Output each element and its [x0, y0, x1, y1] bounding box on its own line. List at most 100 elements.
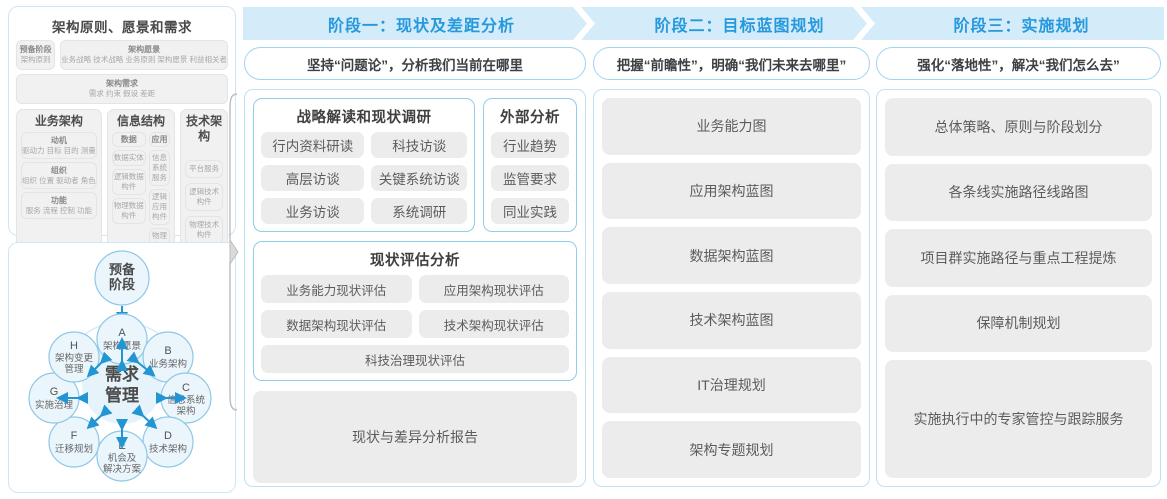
task-tile[interactable]: 应用架构现状评估	[418, 275, 569, 303]
adm-center-arrows	[56, 337, 187, 449]
svg-text:B: B	[164, 345, 171, 357]
phase-2-subtitle-pill: 把握“前瞻性”，明确“我们未来去哪里”	[593, 47, 870, 80]
svg-text:技术架构: 技术架构	[149, 443, 187, 455]
phases-area: 阶段一：现状及差距分析 阶段二：目标蓝图规划 阶段三：实施规划 坚持“问题论”，…	[240, 0, 1167, 499]
task-tile[interactable]: 业务访谈	[261, 198, 365, 224]
togaf-technology-architecture-title: 技术架构	[186, 114, 223, 143]
togaf-information-structure-title: 信息结构	[116, 114, 165, 128]
togaf-ba-organization: 组织 组织 位置 驱动者 角色	[21, 162, 97, 189]
svg-text:解决方案: 解决方案	[103, 463, 142, 475]
togaf-requirements-sub: 需求 约束 假设 差距	[88, 89, 156, 98]
deliverable-tile[interactable]: 总体策略、原则与阶段划分	[885, 98, 1152, 156]
bracket-connector	[226, 92, 240, 412]
deliverable-tile[interactable]: 应用架构蓝图	[602, 162, 861, 220]
task-tile[interactable]: 数据架构现状评估	[261, 310, 412, 338]
task-tile[interactable]: 科技治理现状评估	[261, 345, 569, 373]
task-tile[interactable]: 同业实践	[491, 198, 569, 224]
svg-text:业务架构: 业务架构	[149, 358, 187, 370]
phase-1-subtitle-pill: 坚持“问题论”，分析我们当前在哪里	[244, 47, 586, 80]
togaf-business-architecture-column: 业务架构 动机 驱动力 目标 目的 测量 组织 组织 位置 驱动者 角色 功能 …	[16, 109, 102, 269]
phase-1-panel: 战略解读和现状调研 行内资料研读 科技访谈 高层访谈 关键系统访谈 业务访谈 系…	[244, 89, 586, 487]
adm-node-d	[142, 416, 194, 468]
svg-text:C: C	[182, 382, 190, 394]
task-tile[interactable]: 科技访谈	[371, 132, 467, 158]
phase-2-subtitle: 把握“前瞻性”，明确“我们未来去哪里”	[616, 57, 847, 73]
phase-3-header-text: 阶段三：实施规划	[953, 17, 1090, 35]
togaf-ta-logical-tech: 逻辑技术构件	[185, 183, 223, 211]
svg-text:机会及: 机会及	[108, 452, 137, 464]
togaf-prelim-sub: 架构原则	[20, 55, 51, 64]
togaf-ta-platform-service: 平台服务	[185, 160, 223, 178]
external-analysis-title: 外部分析	[500, 110, 560, 126]
phase-3-subtitle-pill: 强化“落地性”，解决“我们怎么去”	[876, 47, 1161, 80]
togaf-is-data-entity: 数据实体	[111, 150, 146, 166]
togaf-is-logical-app: 逻辑应用构件	[148, 189, 171, 225]
togaf-prelim-cell: 预备阶段 架构原则	[16, 40, 56, 70]
togaf-is-logical-data: 逻辑数据构件	[111, 169, 146, 195]
deliverable-tile[interactable]: 技术架构蓝图	[602, 292, 861, 349]
task-tile[interactable]: 业务能力现状评估	[261, 275, 412, 303]
strategy-research-title: 战略解读和现状调研	[296, 110, 432, 126]
svg-text:信息系统: 信息系统	[167, 394, 206, 406]
svg-text:迁移规划: 迁移规划	[55, 443, 93, 455]
phase-2-header-text: 阶段二：目标蓝图规划	[654, 17, 825, 35]
togaf-is-data-head: 数据	[111, 132, 146, 147]
togaf-prelim-head: 预备阶段	[19, 45, 52, 54]
deliverable-tile[interactable]: 业务能力图	[602, 98, 861, 155]
phase-3-panel: 总体策略、原则与阶段划分 各条线实施路径线路图 项目群实施路径与重点工程提炼 保…	[876, 89, 1161, 487]
svg-text:D: D	[164, 430, 172, 442]
adm-node-f	[48, 416, 100, 468]
left-column: 架构原则、愿景和需求 预备阶段 架构原则 架构愿景 业务战略 技术战略 业务原则…	[8, 6, 236, 493]
svg-text:A: A	[118, 327, 126, 339]
deliverable-tile[interactable]: 数据架构蓝图	[602, 227, 861, 285]
togaf-vision-cell: 架构愿景 业务战略 技术战略 业务原则 架构愿景 利益相关者	[60, 40, 228, 70]
adm-node-preliminary	[94, 250, 150, 306]
adm-center-label-1: 需求	[105, 364, 139, 384]
togaf-ba-motivation: 动机 驱动力 目标 目的 测量	[21, 132, 97, 159]
task-tile[interactable]: 系统调研	[371, 198, 467, 224]
svg-text:架构变更: 架构变更	[55, 352, 94, 364]
task-tile[interactable]: 技术架构现状评估	[418, 310, 569, 338]
phase-2-header[interactable]: 阶段二：目标蓝图规划	[599, 7, 880, 40]
svg-text:F: F	[71, 430, 78, 442]
current-state-assessment-card: 现状评估分析 业务能力现状评估 应用架构现状评估 数据架构现状评估 技术架构现状…	[253, 241, 577, 381]
togaf-requirements-cell: 架构需求 需求 约束 假设 差距	[16, 74, 228, 104]
togaf-business-architecture-title: 业务架构	[34, 114, 83, 128]
deliverable-tile[interactable]: 各条线实施路径线路图	[885, 163, 1152, 222]
togaf-ta-physical-tech: 物理技术构件	[185, 216, 223, 244]
deliverable-tile[interactable]: 保障机制规划	[885, 294, 1152, 353]
adm-center-label-2: 管理	[105, 385, 139, 405]
togaf-content-framework-panel: 架构原则、愿景和需求 预备阶段 架构原则 架构愿景 业务战略 技术战略 业务原则…	[8, 6, 236, 322]
phase-3-header[interactable]: 阶段三：实施规划	[879, 7, 1164, 40]
phase-3-subtitle: 强化“落地性”，解决“我们怎么去”	[917, 57, 1120, 73]
task-tile[interactable]: 高层访谈	[261, 165, 365, 191]
togaf-ba-function: 功能 服务 流程 控制 功能	[21, 192, 97, 219]
task-tile[interactable]: 行业趋势	[491, 132, 569, 158]
deliverable-tile[interactable]: 架构专题规划	[602, 421, 861, 479]
phase-1-header-text: 阶段一：现状及差距分析	[327, 17, 515, 35]
togaf-is-physical-data: 物理数据构件	[111, 198, 146, 224]
phase-2-panel: 业务能力图 应用架构蓝图 数据架构蓝图 技术架构蓝图 IT治理规划 架构专题规划	[593, 89, 870, 487]
svg-text:管理: 管理	[64, 363, 84, 375]
deliverable-tile[interactable]: 实施执行中的专家管控与跟踪服务	[885, 360, 1152, 478]
togaf-requirements-head: 架构需求	[106, 79, 138, 88]
task-tile[interactable]: 监管要求	[491, 165, 569, 191]
adm-cycle-diagram: 预备 阶段 需求 管理 A 架构愿景 B 业务架构 C 信息系统	[28, 250, 212, 482]
svg-text:实施治理: 实施治理	[35, 399, 74, 411]
current-state-assessment-title: 现状评估分析	[370, 253, 460, 269]
external-analysis-card: 外部分析 行业趋势 监管要求 同业实践	[483, 98, 577, 232]
adm-preliminary-label-1: 预备	[109, 262, 136, 277]
strategy-research-card: 战略解读和现状调研 行内资料研读 科技访谈 高层访谈 关键系统访谈 业务访谈 系…	[253, 98, 475, 232]
task-tile[interactable]: 行内资料研读	[261, 132, 365, 158]
togaf-vision-sub: 业务战略 技术战略 业务原则 架构愿景 利益相关者	[61, 55, 227, 64]
deliverable-tile[interactable]: IT治理规划	[602, 356, 861, 414]
togaf-is-app-head: 应用	[148, 132, 171, 147]
phase-1-header[interactable]: 阶段一：现状及差距分析	[243, 7, 600, 40]
togaf-framework-title: 架构原则、愿景和需求	[52, 20, 192, 35]
task-tile[interactable]: 关键系统访谈	[371, 165, 467, 191]
gap-analysis-report-tile[interactable]: 现状与差异分析报告	[253, 391, 577, 483]
deliverable-tile[interactable]: 项目群实施路径与重点工程提炼	[885, 229, 1152, 287]
adm-preliminary-label-2: 阶段	[109, 277, 135, 292]
svg-text:架构: 架构	[176, 405, 195, 417]
